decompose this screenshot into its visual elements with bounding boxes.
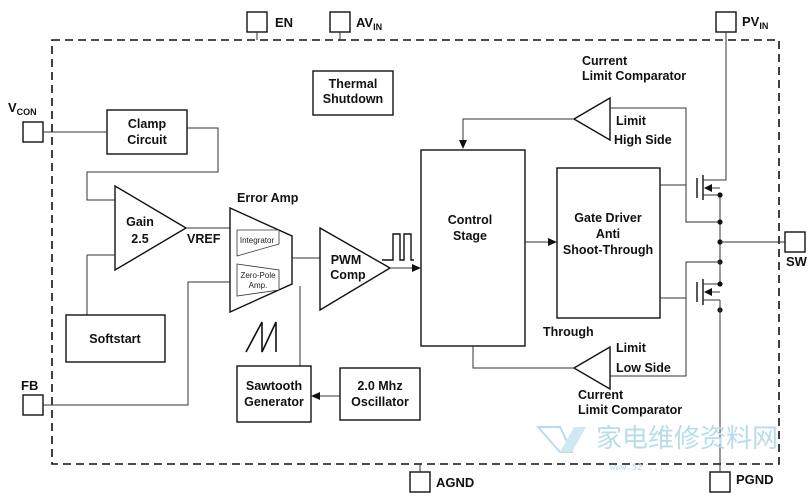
pwm-pulse-icon [382, 233, 414, 261]
limit-low-label: Limit [616, 341, 647, 355]
svg-text:Softstart: Softstart [89, 332, 141, 346]
watermark-url: www.52 ... [610, 463, 664, 473]
clc-high-label-1: Current [582, 54, 628, 68]
sawtooth-generator-block: Sawtooth Generator [236, 365, 312, 423]
pwm-comparator: PWM Comp [319, 226, 392, 312]
svg-text:Thermal: Thermal [329, 77, 378, 91]
pin-vcon: VCON [8, 100, 44, 143]
pin-agnd-label: AGND [436, 475, 474, 490]
clc-high-label-2: Limit Comparator [582, 69, 686, 83]
gate-driver-block: Gate Driver Anti Shoot-Through [556, 167, 661, 319]
low-side-label: Low Side [616, 361, 671, 375]
pin-pvin: PVIN [715, 11, 768, 33]
svg-text:Amp.: Amp. [249, 281, 268, 290]
high-side-mosfet [660, 175, 720, 200]
softstart-block: Softstart [65, 314, 166, 363]
pin-pgnd-label: PGND [736, 472, 774, 487]
current-limit-comparator-high [572, 96, 611, 142]
pin-sw: SW [784, 231, 808, 269]
thermal-shutdown-block: Thermal Shutdown [312, 70, 394, 116]
svg-text:Stage: Stage [453, 229, 487, 243]
svg-text:2.0 Mhz: 2.0 Mhz [357, 379, 402, 393]
svg-text:PWM: PWM [331, 253, 362, 267]
svg-text:Gain: Gain [126, 215, 154, 229]
oscillator-block: 2.0 Mhz Oscillator [339, 367, 421, 421]
high-side-label: High Side [614, 133, 672, 147]
pin-en: EN [246, 11, 293, 40]
watermark: 家电维修资料网 www.52 ... [535, 424, 778, 473]
clc-low-label-2: Limit Comparator [578, 403, 682, 417]
svg-text:Gate Driver: Gate Driver [574, 211, 642, 225]
svg-text:VCON: VCON [8, 100, 37, 117]
svg-text:PVIN: PVIN [742, 14, 768, 31]
pin-avin: AVIN [329, 11, 382, 40]
clamp-circuit-block: Clamp Circuit [106, 109, 188, 155]
vref-label: VREF [187, 232, 221, 246]
current-limit-comparator-low [572, 345, 611, 391]
svg-text:Shoot-Through: Shoot-Through [563, 243, 653, 257]
svg-text:Shutdown: Shutdown [323, 92, 383, 106]
gain-amplifier: Gain 2.5 [114, 184, 188, 272]
pin-fb-label: FB [21, 378, 38, 393]
svg-text:Comp: Comp [330, 268, 366, 282]
svg-text:Anti: Anti [596, 227, 620, 241]
limit-high-label: Limit [616, 114, 647, 128]
low-side-mosfet [660, 279, 720, 305]
pin-agnd: AGND [409, 464, 474, 493]
control-stage-block: Control Stage [420, 149, 526, 347]
svg-text:Circuit: Circuit [127, 133, 167, 147]
svg-text:2.5: 2.5 [131, 232, 148, 246]
svg-text:AVIN: AVIN [356, 15, 382, 32]
pin-fb: FB [21, 378, 44, 416]
package-boundary [51, 39, 780, 465]
error-amplifier: Integrator Zero-Pole Amp. [229, 206, 293, 314]
svg-text:Sawtooth: Sawtooth [246, 379, 302, 393]
svg-text:Zero-Pole: Zero-Pole [240, 271, 276, 280]
svg-text:Clamp: Clamp [128, 117, 167, 131]
clc-low-label-1: Current [578, 388, 624, 402]
svg-text:Generator: Generator [244, 395, 304, 409]
pin-pgnd: PGND [709, 471, 774, 493]
through-label: Through [543, 325, 594, 339]
pin-sw-label: SW [786, 254, 808, 269]
pin-en-label: EN [275, 15, 293, 30]
svg-text:Integrator: Integrator [240, 236, 275, 245]
error-amp-label: Error Amp [237, 191, 299, 205]
sawtooth-waveform-icon [245, 321, 277, 353]
svg-text:Oscillator: Oscillator [351, 395, 409, 409]
watermark-text: 家电维修资料网 [596, 424, 778, 454]
svg-text:Control: Control [448, 213, 492, 227]
